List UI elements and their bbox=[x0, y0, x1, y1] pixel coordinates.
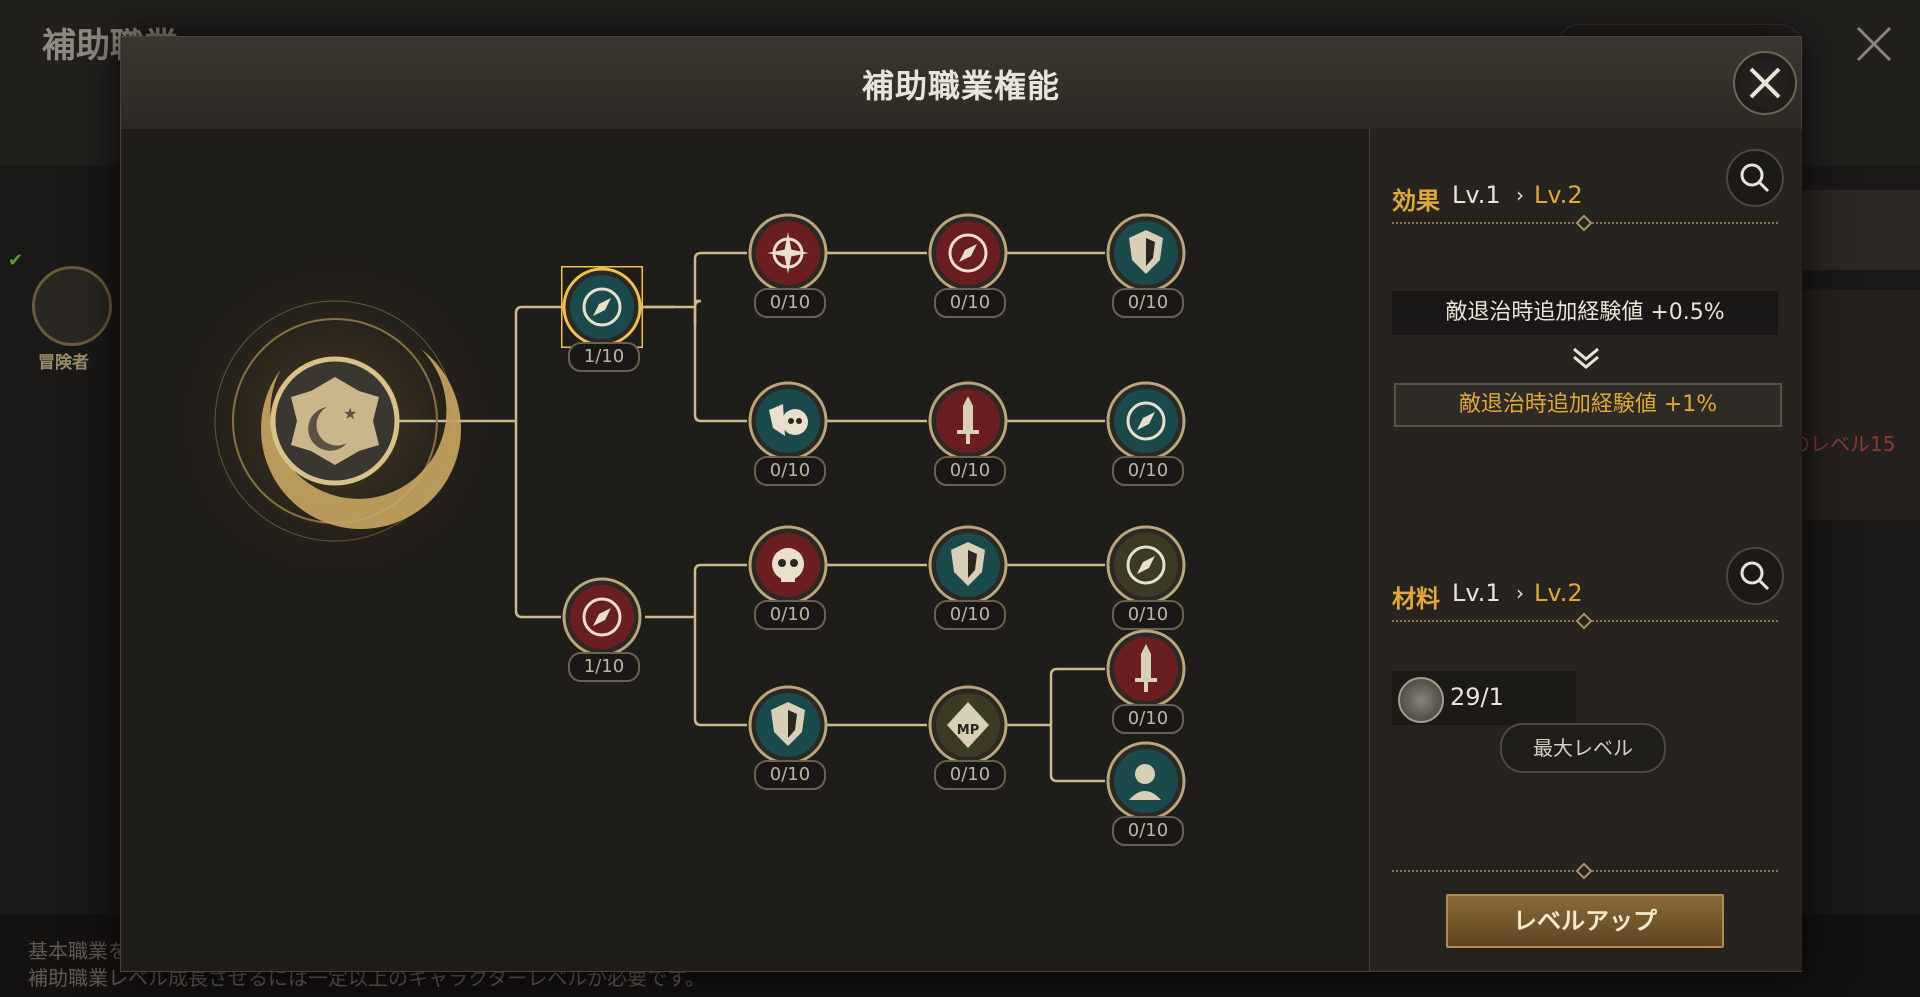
node-level-badge: 0/10 bbox=[754, 456, 826, 486]
node-level-badge: 0/10 bbox=[1112, 288, 1184, 318]
level-up-button[interactable]: レベルアップ bbox=[1446, 894, 1724, 948]
skill-tree: ★ 1/10 1/10 0/10 0/10 0/10 0/10 0/10 0/10 0/10 0/… bbox=[121, 129, 1369, 971]
svg-text:MP: MP bbox=[957, 723, 979, 738]
material-label: 材料 bbox=[1392, 585, 1440, 613]
crosshair-icon bbox=[748, 213, 828, 293]
search-icon bbox=[1740, 163, 1770, 193]
compass-icon bbox=[928, 213, 1008, 293]
node-level-badge: 0/10 bbox=[754, 288, 826, 318]
skill-node-r2c3[interactable]: 0/10 bbox=[1105, 380, 1187, 486]
effect-from-level: Lv.1 bbox=[1452, 181, 1501, 209]
chevron-down-icon bbox=[1573, 347, 1599, 369]
node-level-badge: 0/10 bbox=[934, 760, 1006, 790]
connector-lines bbox=[391, 251, 1105, 783]
material-count: 29/1 bbox=[1450, 683, 1504, 711]
skill-node-r1c2[interactable]: 0/10 bbox=[927, 212, 1009, 318]
svg-text:★: ★ bbox=[343, 404, 357, 423]
node-level-badge: 0/10 bbox=[1112, 456, 1184, 486]
node-level-badge: 1/10 bbox=[568, 342, 640, 372]
material-from-level: Lv.1 bbox=[1452, 579, 1501, 607]
job-compass-icon bbox=[32, 266, 112, 346]
compass-icon bbox=[562, 577, 642, 657]
diamond-ornament bbox=[1575, 862, 1593, 880]
skill-node-r2c2[interactable]: 0/10 bbox=[927, 380, 1009, 486]
modal-title: 補助職業権能 bbox=[861, 67, 1060, 105]
node-level-badge: 1/10 bbox=[568, 652, 640, 682]
effect-search-button[interactable] bbox=[1726, 149, 1784, 207]
sword-icon bbox=[1106, 629, 1186, 709]
skill-node-branch1[interactable]: 1/10 bbox=[559, 264, 645, 372]
compass-icon bbox=[1106, 381, 1186, 461]
skill-node-branch2[interactable]: 1/10 bbox=[561, 576, 643, 682]
person-icon bbox=[1106, 741, 1186, 821]
footer-text-1: 基本職業を bbox=[28, 939, 128, 963]
background-red-notice: のレベル15 bbox=[1790, 432, 1896, 456]
skull-icon bbox=[748, 525, 828, 605]
ability-modal: 補助職業権能 bbox=[120, 36, 1802, 972]
check-icon: ✔ bbox=[8, 250, 24, 271]
modal-header: 補助職業権能 bbox=[121, 37, 1801, 130]
material-item[interactable]: 29/1 bbox=[1392, 671, 1576, 725]
current-effect: 敵退治時追加経験値 +0.5% bbox=[1392, 291, 1778, 335]
search-icon bbox=[1740, 561, 1770, 591]
material-to-level: Lv.2 bbox=[1534, 579, 1583, 607]
detail-panel: 効果 Lv.1 › Lv.2 敵退治時追加経験値 +0.5% 敵退治時追加経験値… bbox=[1369, 129, 1802, 971]
skull-shield-icon bbox=[748, 381, 828, 461]
effect-label: 効果 bbox=[1392, 187, 1440, 215]
background-close-icon bbox=[1856, 26, 1892, 62]
close-button[interactable] bbox=[1733, 51, 1797, 115]
skill-node-r4c1[interactable]: 0/10 bbox=[747, 684, 829, 790]
shield-icon bbox=[748, 685, 828, 765]
tree-connectors: ★ bbox=[170, 251, 1105, 783]
core-emblem: ★ bbox=[214, 300, 461, 542]
left-job-label: 冒険者 bbox=[38, 353, 89, 373]
skill-node-r1c1[interactable]: 0/10 bbox=[747, 212, 829, 318]
shield-icon bbox=[928, 525, 1008, 605]
node-level-badge: 0/10 bbox=[1112, 600, 1184, 630]
compass-icon bbox=[559, 264, 645, 350]
next-effect: 敵退治時追加経験値 +1% bbox=[1394, 383, 1782, 427]
shield-icon bbox=[1106, 213, 1186, 293]
skill-node-r2c1[interactable]: 0/10 bbox=[747, 380, 829, 486]
node-level-badge: 0/10 bbox=[934, 600, 1006, 630]
skill-node-r3c3[interactable]: 0/10 bbox=[1105, 524, 1187, 630]
node-level-badge: 0/10 bbox=[934, 288, 1006, 318]
node-level-badge: 0/10 bbox=[754, 600, 826, 630]
sword-icon bbox=[928, 381, 1008, 461]
chevron-right-icon: › bbox=[1516, 183, 1524, 207]
skill-node-r4c2[interactable]: MP 0/10 bbox=[927, 684, 1009, 790]
skill-node-r4c3a[interactable]: 0/10 bbox=[1105, 628, 1187, 734]
node-level-badge: 0/10 bbox=[934, 456, 1006, 486]
material-coin-icon bbox=[1398, 677, 1444, 723]
node-level-badge: 0/10 bbox=[754, 760, 826, 790]
node-level-badge: 0/10 bbox=[1112, 704, 1184, 734]
chevron-right-icon: › bbox=[1516, 581, 1524, 605]
skill-node-r1c3[interactable]: 0/10 bbox=[1105, 212, 1187, 318]
skill-node-r3c1[interactable]: 0/10 bbox=[747, 524, 829, 630]
skill-node-r3c2[interactable]: 0/10 bbox=[927, 524, 1009, 630]
diamond-ornament bbox=[1575, 612, 1593, 630]
diamond-ornament bbox=[1575, 214, 1593, 232]
effect-to-level: Lv.2 bbox=[1534, 181, 1583, 209]
close-icon bbox=[1749, 67, 1781, 99]
mp-icon: MP bbox=[928, 685, 1008, 765]
node-level-badge: 0/10 bbox=[1112, 816, 1184, 846]
compass-icon bbox=[1106, 525, 1186, 605]
skill-node-r4c3b[interactable]: 0/10 bbox=[1105, 740, 1187, 846]
material-search-button[interactable] bbox=[1726, 547, 1784, 605]
max-level-button[interactable]: 最大レベル bbox=[1500, 723, 1666, 773]
